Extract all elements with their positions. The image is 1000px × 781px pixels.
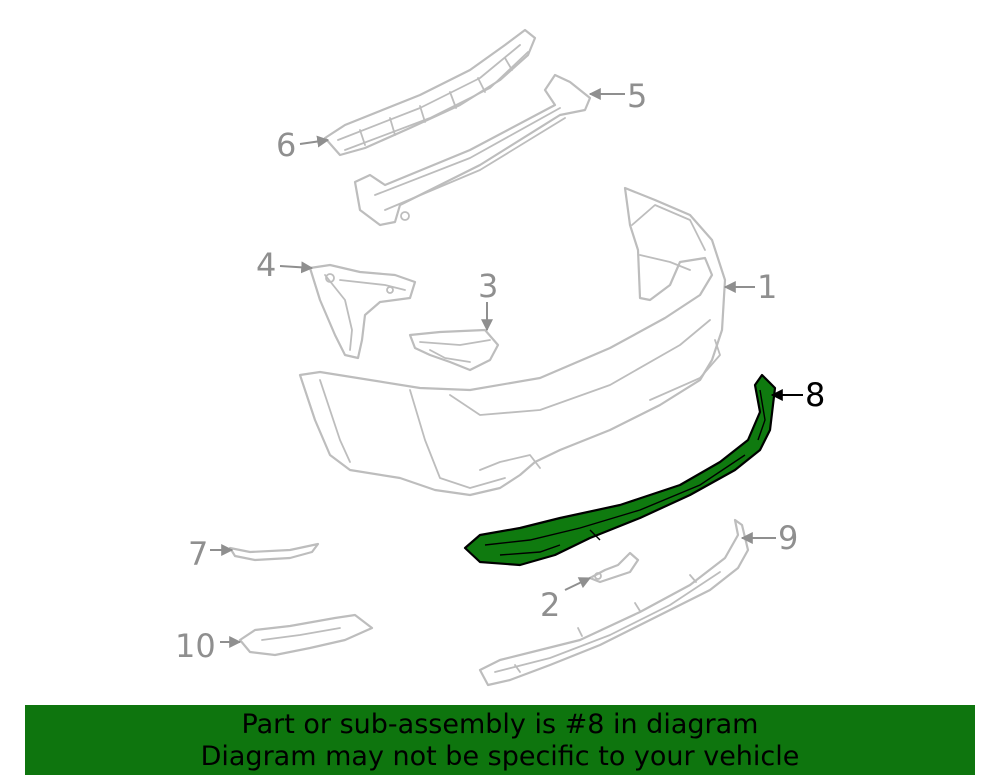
leader-4 (279, 261, 314, 274)
part-2-bracket[interactable] (588, 551, 640, 584)
callout-2: 2 (540, 586, 560, 624)
banner-line-2: Diagram may not be specific to your vehi… (200, 741, 800, 772)
callout-9: 9 (778, 519, 798, 557)
leader-2 (564, 577, 592, 591)
part-10-trim-piece[interactable] (238, 613, 374, 657)
callout-10: 10 (175, 627, 216, 665)
part-9-lower-trim[interactable] (478, 518, 750, 687)
callout-6: 6 (276, 126, 296, 164)
part-8-lower-valance[interactable] (463, 373, 777, 567)
callout-8: 8 (805, 376, 825, 414)
part-3-bracket[interactable] (408, 328, 500, 372)
leader-6 (299, 135, 330, 148)
callout-5: 5 (627, 77, 647, 115)
callout-3: 3 (478, 267, 498, 305)
part-1-bumper-cover[interactable] (298, 186, 727, 497)
callout-4: 4 (256, 246, 276, 284)
banner-line-1: Part or sub-assembly is #8 in diagram (241, 709, 759, 740)
part-6-energy-absorber[interactable] (323, 28, 537, 157)
callout-1: 1 (757, 268, 777, 306)
callout-7: 7 (188, 535, 208, 573)
info-banner: Part or sub-assembly is #8 in diagram Di… (25, 705, 975, 775)
part-4-bracket[interactable] (308, 263, 417, 360)
part-7-reflector[interactable] (228, 542, 320, 562)
